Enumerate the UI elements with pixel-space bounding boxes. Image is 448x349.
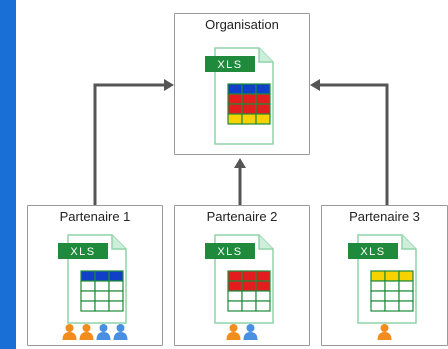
table-cell [384, 280, 400, 292]
table-cell [227, 113, 243, 125]
table-cell [94, 300, 110, 312]
sheet-fold [111, 235, 126, 250]
arrows-layer [93, 79, 389, 205]
table-cell [80, 290, 96, 302]
user-icon [96, 324, 111, 340]
spreadsheet-file-icon: XLS [54, 231, 138, 327]
table-cell [255, 280, 271, 292]
user-icon [113, 324, 128, 340]
table-cell [227, 93, 243, 105]
table-cell [108, 280, 124, 292]
xls-label-bg [205, 56, 255, 72]
arrow-partner3-to-organisation [310, 79, 389, 205]
table-cell [227, 290, 243, 302]
spreadsheet-svg: XLS [205, 47, 274, 145]
partner1-title: Partenaire 1 [59, 209, 131, 224]
table-cell [80, 270, 96, 282]
spreadsheet-svg: XLS [205, 234, 274, 324]
partner2-node: Partenaire 2 XLS [174, 205, 310, 346]
table-cell [94, 270, 110, 282]
table-cell [241, 83, 257, 95]
organisation-title: Organisation [205, 17, 279, 32]
table-cell [384, 270, 400, 282]
table-cell [227, 270, 243, 282]
sheet-fold [401, 235, 416, 250]
table-cell [255, 93, 271, 105]
users-svg [226, 324, 258, 340]
spreadsheet-file-icon: XLS [201, 231, 285, 327]
arrow-partner2-to-organisation [234, 158, 246, 205]
table-cell [80, 300, 96, 312]
table-cell [241, 113, 257, 125]
table-cell [241, 300, 257, 312]
table-cell [227, 280, 243, 292]
table-cell [255, 300, 271, 312]
table-cell [241, 270, 257, 282]
partner2-users [175, 323, 309, 341]
table-cell [241, 280, 257, 292]
xls-label-bg [58, 243, 108, 259]
users-svg [62, 324, 128, 340]
user-icon [79, 324, 94, 340]
arrow-partner1-to-organisation [93, 79, 174, 205]
table-cell [370, 280, 386, 292]
partner3-title: Partenaire 3 [349, 209, 420, 224]
table-cell [241, 290, 257, 302]
xls-label: XLS [360, 246, 385, 258]
table-cell [255, 270, 271, 282]
organisation-node: Organisation XLS [174, 13, 310, 155]
table-cell [227, 103, 243, 115]
spreadsheet-file-icon: XLS [344, 231, 428, 327]
xls-label: XLS [70, 246, 95, 258]
table-cell [398, 290, 414, 302]
table-cell [108, 300, 124, 312]
xls-label: XLS [217, 59, 242, 71]
table-cell [255, 113, 271, 125]
table-cell [108, 270, 124, 282]
xls-label-bg [205, 243, 255, 259]
user-icon [243, 324, 258, 340]
xls-label: XLS [217, 246, 242, 258]
spreadsheet-svg: XLS [58, 234, 127, 324]
table-cell [398, 280, 414, 292]
xls-label-bg [348, 243, 398, 259]
table-cell [398, 270, 414, 282]
sheet-fold [258, 235, 273, 250]
user-icon [226, 324, 241, 340]
spreadsheet-svg: XLS [348, 234, 417, 324]
table-cell [94, 290, 110, 302]
partner1-node: Partenaire 1 XLS [27, 205, 163, 346]
diagram-canvas: Organisation XLS Partenaire 1 XLS Parten… [16, 0, 448, 349]
table-cell [80, 280, 96, 292]
table-cell [94, 280, 110, 292]
user-icon [377, 324, 392, 340]
table-cell [255, 83, 271, 95]
table-cell [370, 300, 386, 312]
spreadsheet-file-icon: XLS [201, 44, 285, 148]
table-cell [227, 83, 243, 95]
partner3-node: Partenaire 3 XLS [321, 205, 448, 346]
table-cell [370, 290, 386, 302]
table-cell [398, 300, 414, 312]
users-svg [377, 324, 392, 340]
table-cell [227, 300, 243, 312]
table-cell [241, 93, 257, 105]
sheet-fold [258, 48, 273, 63]
table-cell [384, 300, 400, 312]
table-cell [241, 103, 257, 115]
table-cell [370, 270, 386, 282]
user-icon [62, 324, 77, 340]
table-cell [255, 290, 271, 302]
table-cell [255, 103, 271, 115]
partner2-title: Partenaire 2 [206, 209, 278, 224]
table-cell [108, 290, 124, 302]
partner1-users [28, 323, 162, 341]
partner3-users [322, 323, 447, 341]
table-cell [384, 290, 400, 302]
